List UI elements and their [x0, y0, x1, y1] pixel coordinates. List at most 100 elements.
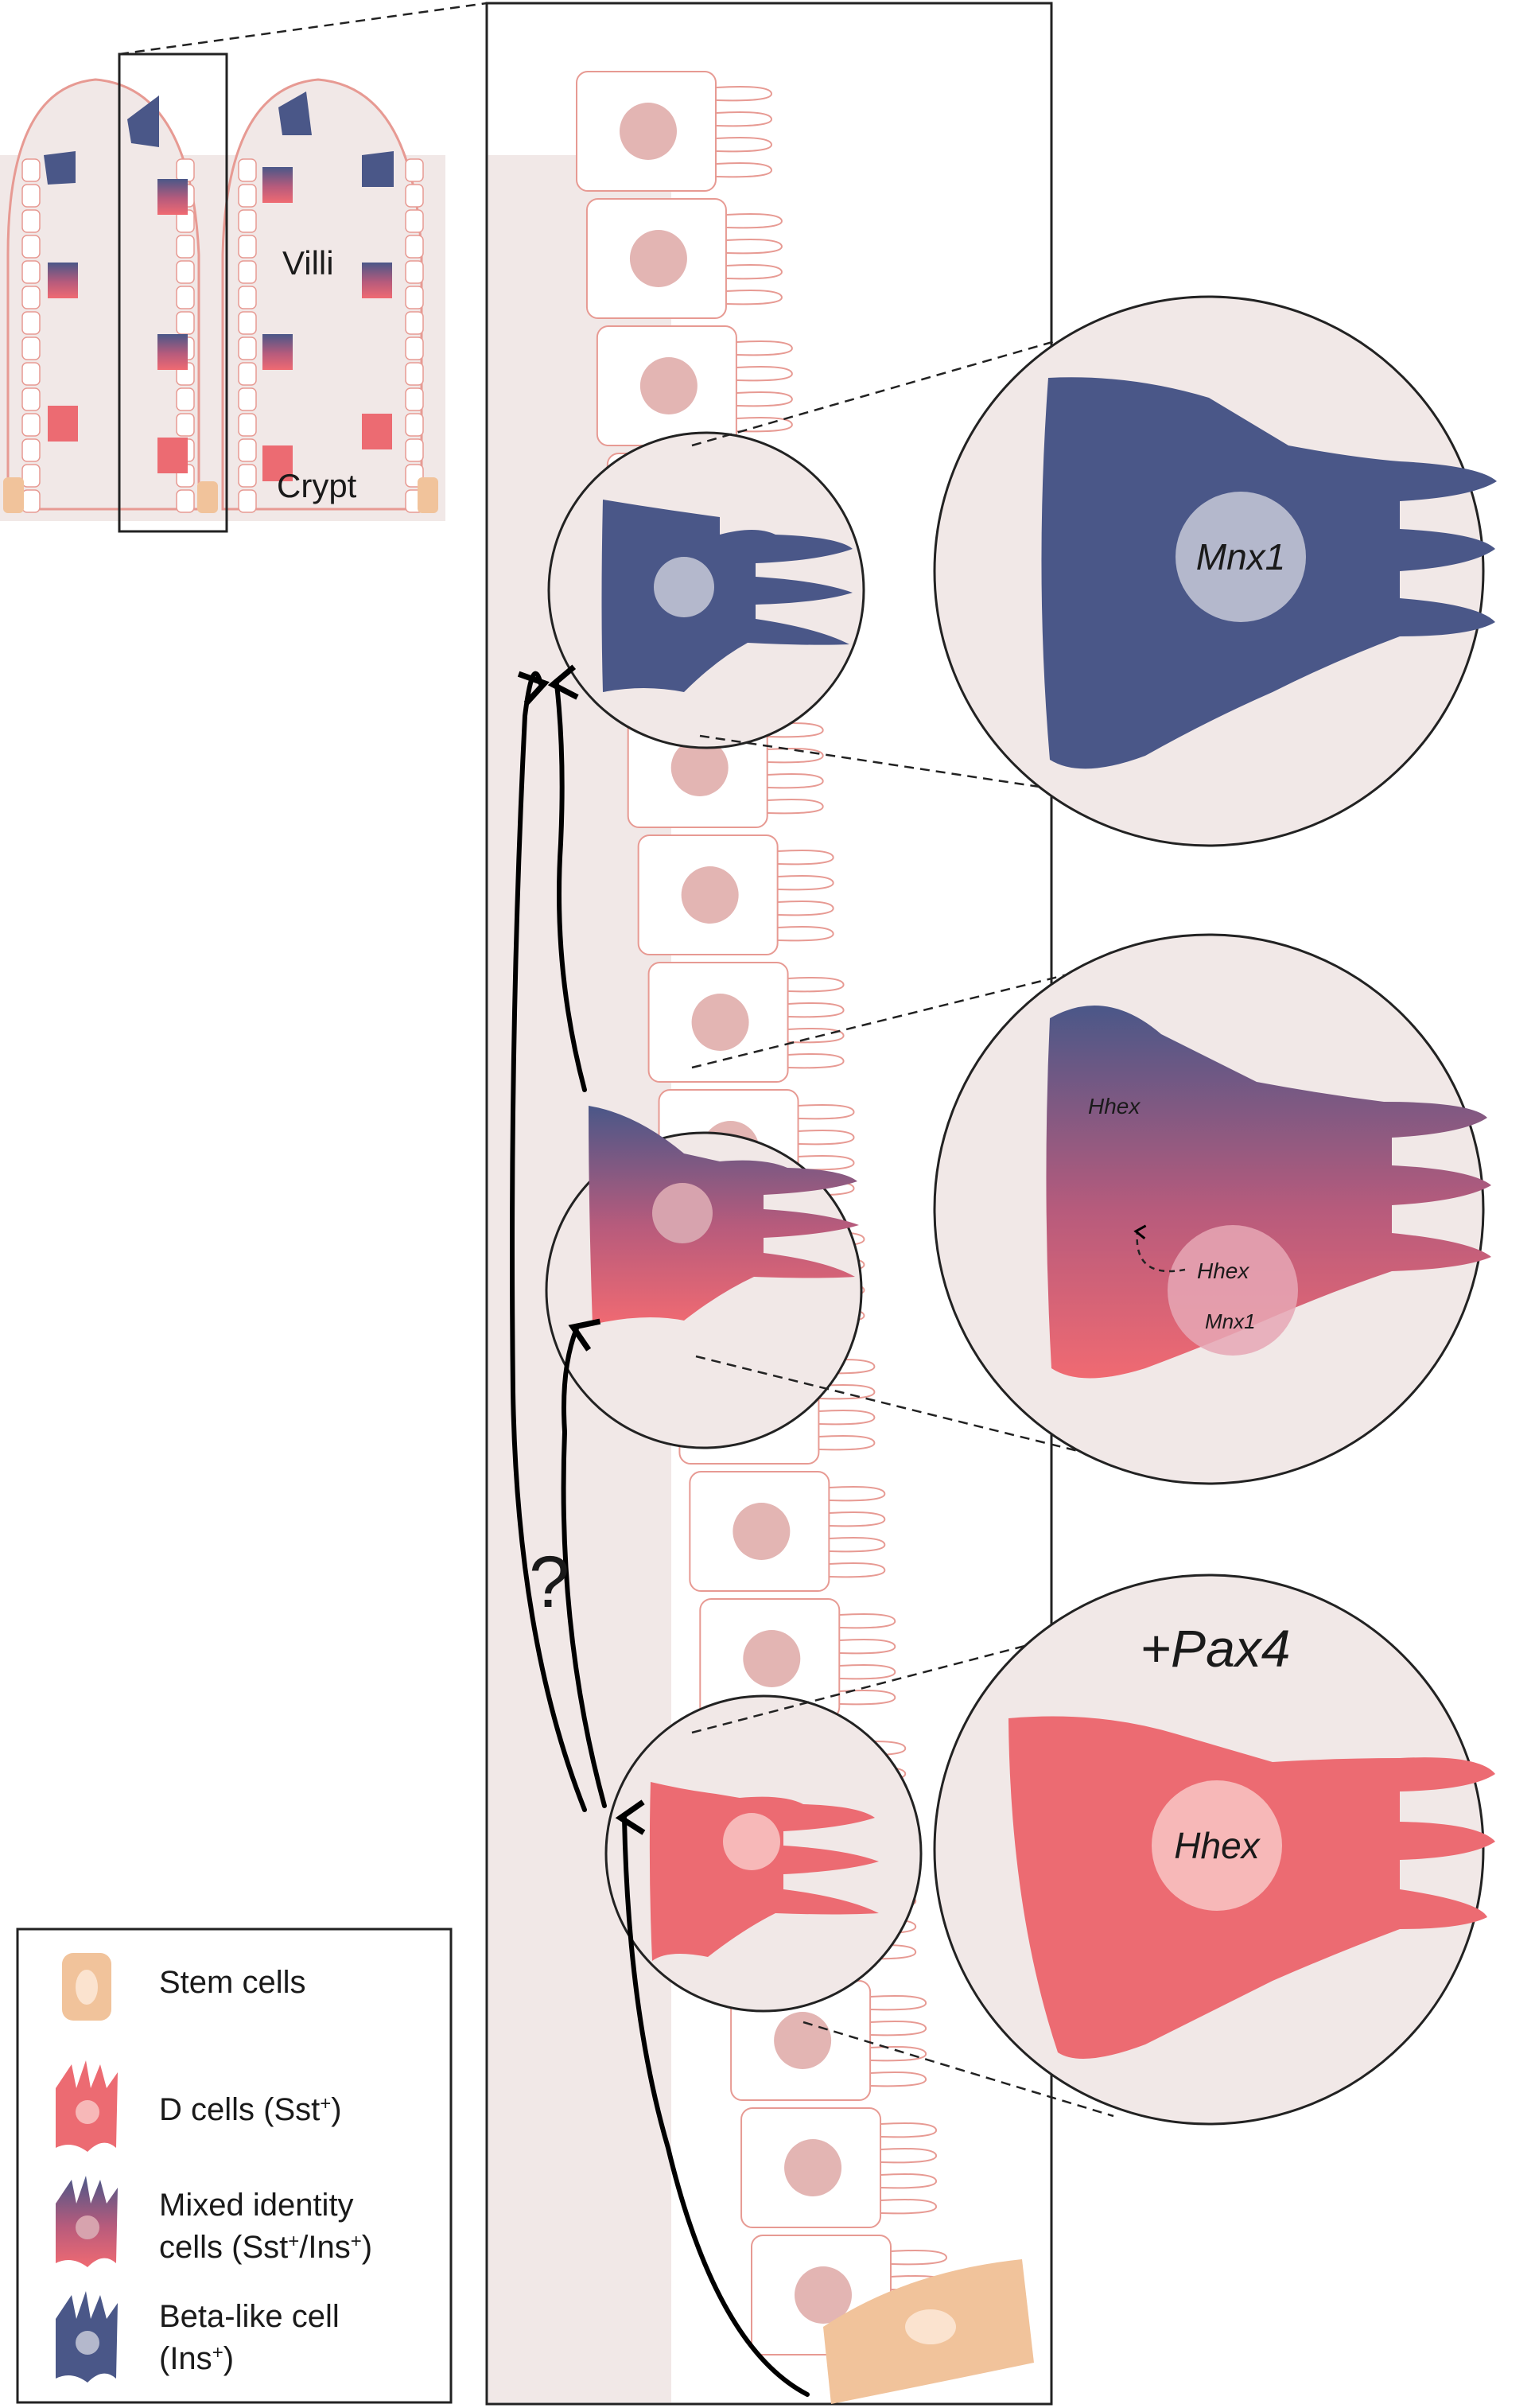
overview-cell — [238, 336, 257, 360]
cell-nucleus — [784, 2139, 842, 2196]
overview-cell — [405, 387, 424, 411]
legend-stem-label: Stem cells — [159, 1965, 306, 2000]
overview-cell — [176, 311, 195, 335]
overview-cell — [21, 489, 41, 513]
microvilli — [725, 213, 783, 305]
beta-cell-focus — [547, 431, 865, 749]
overview-cell — [21, 336, 41, 360]
overview-cell — [238, 286, 257, 309]
villi-label: Villi — [282, 244, 334, 282]
microvilli — [798, 1104, 855, 1196]
cell-nucleus — [629, 230, 687, 287]
overview-cell — [405, 438, 424, 462]
overview-cell — [405, 184, 424, 208]
overview-cell — [238, 209, 257, 233]
overview-cell — [21, 235, 41, 259]
legend-item-d: D cells (Sst+) — [56, 2060, 342, 2152]
microvilli — [808, 1231, 865, 1324]
microvilli — [839, 1613, 896, 1706]
mixed-zoom-arrow — [1133, 1224, 1186, 1273]
overview-cell — [405, 311, 424, 335]
overview-cell — [21, 464, 41, 488]
cell-nucleus — [733, 1503, 791, 1560]
overview-cell — [405, 413, 424, 437]
detail-stem-cell — [823, 2259, 1034, 2404]
legend: Stem cells D cells (Sst+) Mixed identity… — [16, 1928, 453, 2404]
differentiation-arrows — [510, 664, 810, 2397]
cell-nucleus — [795, 2266, 852, 2324]
overview-beta-cell-3 — [44, 151, 76, 185]
overview-cell — [21, 286, 41, 309]
microvilli — [880, 2122, 938, 2215]
arrow-d-to-mixed — [561, 1318, 607, 1808]
overview-cell — [405, 336, 424, 360]
mixed-zoom-gene-bottom: Mnx1 — [1205, 1309, 1256, 1333]
overview-cell — [176, 286, 195, 309]
overview-d-cell-1 — [48, 406, 78, 442]
microvilli — [767, 722, 824, 815]
overview-stem-cell-1 — [3, 477, 24, 513]
legend-item-beta: Beta-like cell (Ins+) — [56, 2291, 340, 2383]
overview-cell — [21, 362, 41, 386]
arrow-mixed-to-beta — [547, 664, 587, 1092]
mixed-cell-focus — [545, 1106, 863, 1449]
overview-mixed-cell-1 — [157, 179, 188, 215]
overview-cell — [238, 464, 257, 488]
question-mark: ? — [529, 1542, 569, 1623]
microvilli — [870, 1995, 927, 2087]
mixed-zoom-panel: Hhex Hhex Mnx1 — [691, 933, 1491, 1485]
overview-cell — [21, 387, 41, 411]
legend-beta-line2: (Ins+) — [159, 2341, 234, 2376]
overview-cell — [405, 362, 424, 386]
microvilli — [829, 1486, 886, 1578]
pax4-label: +Pax4 — [1141, 1619, 1291, 1678]
overview-cell — [238, 158, 257, 182]
overview-selection-box — [118, 53, 228, 533]
overview-cell — [176, 235, 195, 259]
overview-stem-cell-2 — [197, 481, 218, 513]
overview-cell — [238, 362, 257, 386]
overview-d-cell-2 — [362, 414, 392, 449]
overview-mixed-cell-2 — [262, 167, 293, 203]
overview-cell — [238, 235, 257, 259]
villi-overview: Villi Crypt — [0, 53, 445, 533]
overview-cell — [21, 311, 41, 335]
mixed-zoom-gene-top: Hhex — [1088, 1094, 1141, 1118]
overview-cell — [238, 413, 257, 437]
cell-nucleus — [620, 103, 677, 160]
overview-cell — [405, 260, 424, 284]
overview-cell — [21, 413, 41, 437]
overview-cell — [176, 489, 195, 513]
overview-cell — [21, 260, 41, 284]
overview-cell — [176, 158, 195, 182]
overview-d-cell-4 — [262, 445, 293, 481]
overview-cell — [176, 413, 195, 437]
microvilli — [736, 340, 793, 433]
overview-mixed-cell-4 — [362, 263, 392, 298]
d-cell-zoom-panel: Hhex +Pax4 — [691, 1574, 1495, 2126]
microvilli — [777, 850, 834, 942]
overview-cell — [176, 260, 195, 284]
legend-beta-line1: Beta-like cell — [159, 2299, 340, 2334]
overview-stem-cell-3 — [418, 477, 438, 513]
overview-cell — [21, 184, 41, 208]
overview-cell — [405, 286, 424, 309]
overview-mixed-cell-5 — [157, 334, 188, 370]
overview-beta-cell-1 — [127, 95, 159, 147]
microvilli — [715, 86, 773, 178]
legend-mixed-line1: Mixed identity — [159, 2188, 354, 2223]
legend-item-stem: Stem cells — [62, 1953, 306, 2021]
cell-nucleus — [691, 994, 749, 1051]
overview-cell — [238, 184, 257, 208]
overview-cell — [176, 387, 195, 411]
overview-beta-cell-2 — [278, 91, 312, 135]
overview-cell — [21, 438, 41, 462]
overview-cell — [21, 209, 41, 233]
crypt-label: Crypt — [277, 467, 357, 504]
overview-cell — [238, 438, 257, 462]
legend-d-label: D cells (Sst+) — [159, 2092, 342, 2127]
overview-cell — [21, 158, 41, 182]
d-cell-zoom-gene: Hhex — [1174, 1825, 1261, 1866]
